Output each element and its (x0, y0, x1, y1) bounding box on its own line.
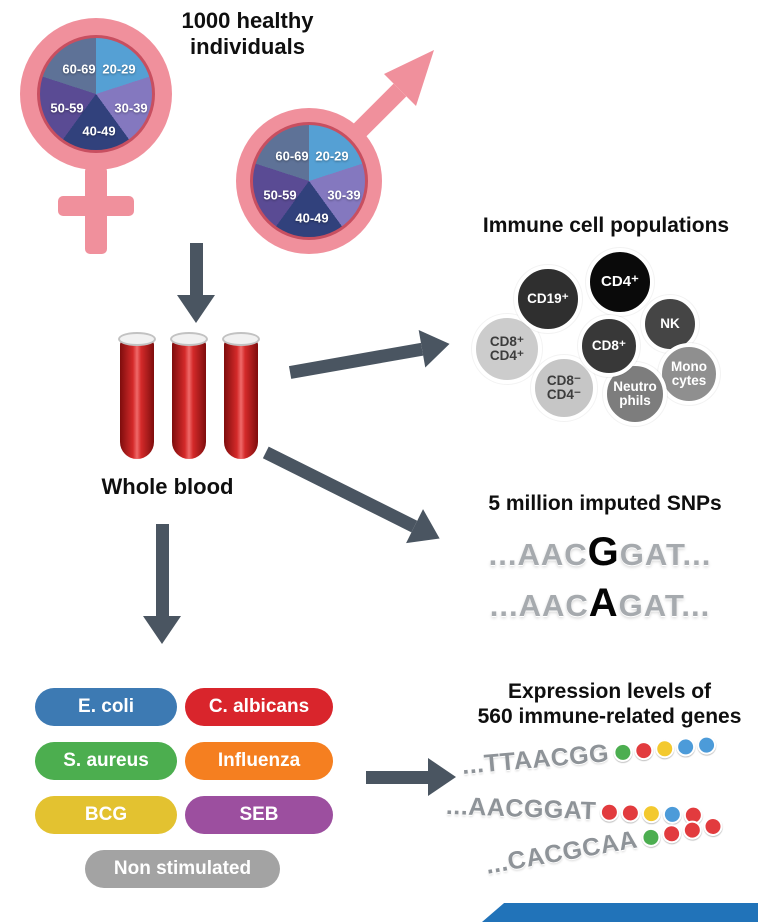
bead-blue (695, 734, 717, 756)
bead-chain (612, 734, 717, 763)
cell-cd4: CD4⁺ (586, 248, 654, 316)
bead-green (612, 742, 633, 763)
pill-non-stimulated: Non stimulated (85, 850, 280, 888)
snp-sequences: ...AACGGAT... ...AACAGAT... (430, 530, 770, 626)
cell-cd19: CD19⁺ (514, 265, 582, 333)
pill-influenza: Influenza (185, 742, 333, 780)
female-symbol: 20-29 30-39 40-49 50-59 60-69 (20, 18, 172, 170)
immune-cell-cluster: CD8⁺ CD4⁺ NK Mono cytes CD8⁻ CD4⁻ CD19⁺ … (458, 248, 758, 432)
age-label: 50-59 (50, 100, 84, 116)
arrow-stimulations-to-expression (366, 758, 456, 796)
cohort-title: 1000 healthy individuals (181, 8, 314, 59)
snp-variant-allele: G (587, 530, 620, 574)
bead-red (701, 815, 724, 838)
cell-monocytes: Mono cytes (658, 343, 720, 405)
pill-c-albicans: C. albicans (185, 688, 333, 726)
age-label: 60-69 (275, 148, 309, 164)
bead-red (620, 803, 641, 823)
age-label: 60-69 (62, 61, 96, 77)
arrow-blood-to-stimulations (143, 524, 181, 644)
bead-red (660, 822, 683, 845)
snp-variant-allele: A (588, 581, 619, 625)
male-age-pie-chart: 20-29 30-39 40-49 50-59 60-69 (250, 122, 368, 240)
pill-e-coli: E. coli (35, 688, 177, 726)
cell-cd8: CD8⁺ (578, 315, 640, 377)
bottom-banner-decoration (482, 903, 758, 922)
whole-blood-label: Whole blood (101, 474, 234, 499)
male-symbol-arrow (351, 50, 434, 139)
expression-title: Expression levels of 560 immune-related … (477, 680, 742, 728)
age-label: 50-59 (263, 187, 297, 203)
blood-tube (118, 332, 156, 460)
bead-green (639, 826, 662, 849)
immune-populations-title: Immune cell populations (482, 214, 730, 237)
age-label: 40-49 (82, 123, 116, 139)
bead-yellow (654, 738, 675, 760)
bead-blue (674, 736, 696, 758)
cell-cd8neg-cd4neg: CD8⁻ CD4⁻ (531, 355, 597, 421)
bead-red (633, 740, 654, 761)
pill-bcg: BCG (35, 796, 177, 834)
expression-sequence: ...TTAACGG (460, 739, 611, 780)
female-symbol-cross-horizontal (58, 196, 134, 216)
snps-title: 5 million imputed SNPs (488, 492, 722, 515)
expression-sequence: ...CACGCAA (483, 825, 640, 880)
bead-red (599, 802, 620, 823)
age-label: 20-29 (102, 61, 136, 77)
stimulations-group: E. coli C. albicans S. aureus Influenza … (30, 684, 360, 894)
pill-s-aureus: S. aureus (35, 742, 177, 780)
expression-sequence: ...AACGGAT (445, 792, 597, 826)
blood-tube (170, 332, 208, 460)
arrow-blood-to-cells (287, 325, 453, 391)
snp-sequence-alt: ...AACAGAT... (489, 581, 711, 625)
female-age-pie-chart: 20-29 30-39 40-49 50-59 60-69 (37, 35, 155, 153)
pill-seb: SEB (185, 796, 333, 834)
age-label: 40-49 (295, 210, 329, 226)
male-symbol: 20-29 30-39 40-49 50-59 60-69 (236, 108, 382, 254)
expression-row-1: ...TTAACGG (461, 730, 717, 781)
age-label: 30-39 (327, 187, 361, 203)
bead-red (680, 819, 703, 842)
arrow-blood-to-snps (258, 435, 449, 556)
arrow-cohort-to-blood (177, 243, 215, 323)
snp-sequence-ref: ...AACGGAT... (488, 530, 712, 574)
age-label: 30-39 (114, 100, 148, 116)
age-label: 20-29 (315, 148, 349, 164)
blood-tube (222, 332, 260, 460)
blood-tubes-group (118, 332, 263, 464)
